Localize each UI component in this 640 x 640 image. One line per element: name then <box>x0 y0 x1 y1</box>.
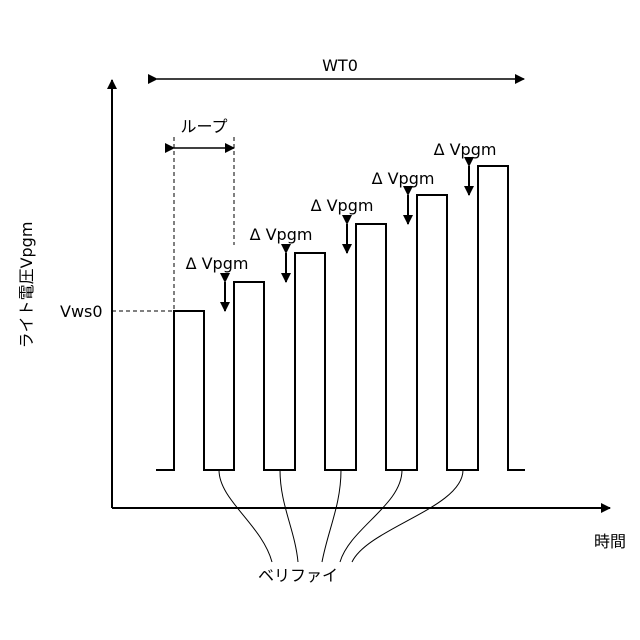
vws0-label: Vws0 <box>60 302 103 321</box>
delta-vpgm-5: Δ Vpgm <box>434 140 497 195</box>
verify-leaders <box>219 470 463 562</box>
wt0-label: WT0 <box>322 56 358 75</box>
delta-vpgm-label: Δ Vpgm <box>372 169 435 188</box>
y-axis-label: ライト電圧Vpgm <box>17 222 36 349</box>
verify-leader <box>322 470 341 562</box>
delta-vpgm-label: Δ Vpgm <box>434 140 497 159</box>
verify-leader <box>352 470 463 562</box>
delta-vpgm-label: Δ Vpgm <box>250 225 313 244</box>
loop-label: ループ <box>180 117 227 136</box>
verify-leader <box>219 470 272 562</box>
x-axis-label: 時間 <box>594 532 626 551</box>
verify-leader <box>340 470 402 562</box>
delta-vpgm-4: Δ Vpgm <box>372 169 435 224</box>
verify-leader <box>280 470 298 562</box>
delta-vpgm-label: Δ Vpgm <box>186 254 249 273</box>
verify-label: ベリファイ <box>258 566 338 585</box>
delta-vpgm-label: Δ Vpgm <box>311 196 374 215</box>
